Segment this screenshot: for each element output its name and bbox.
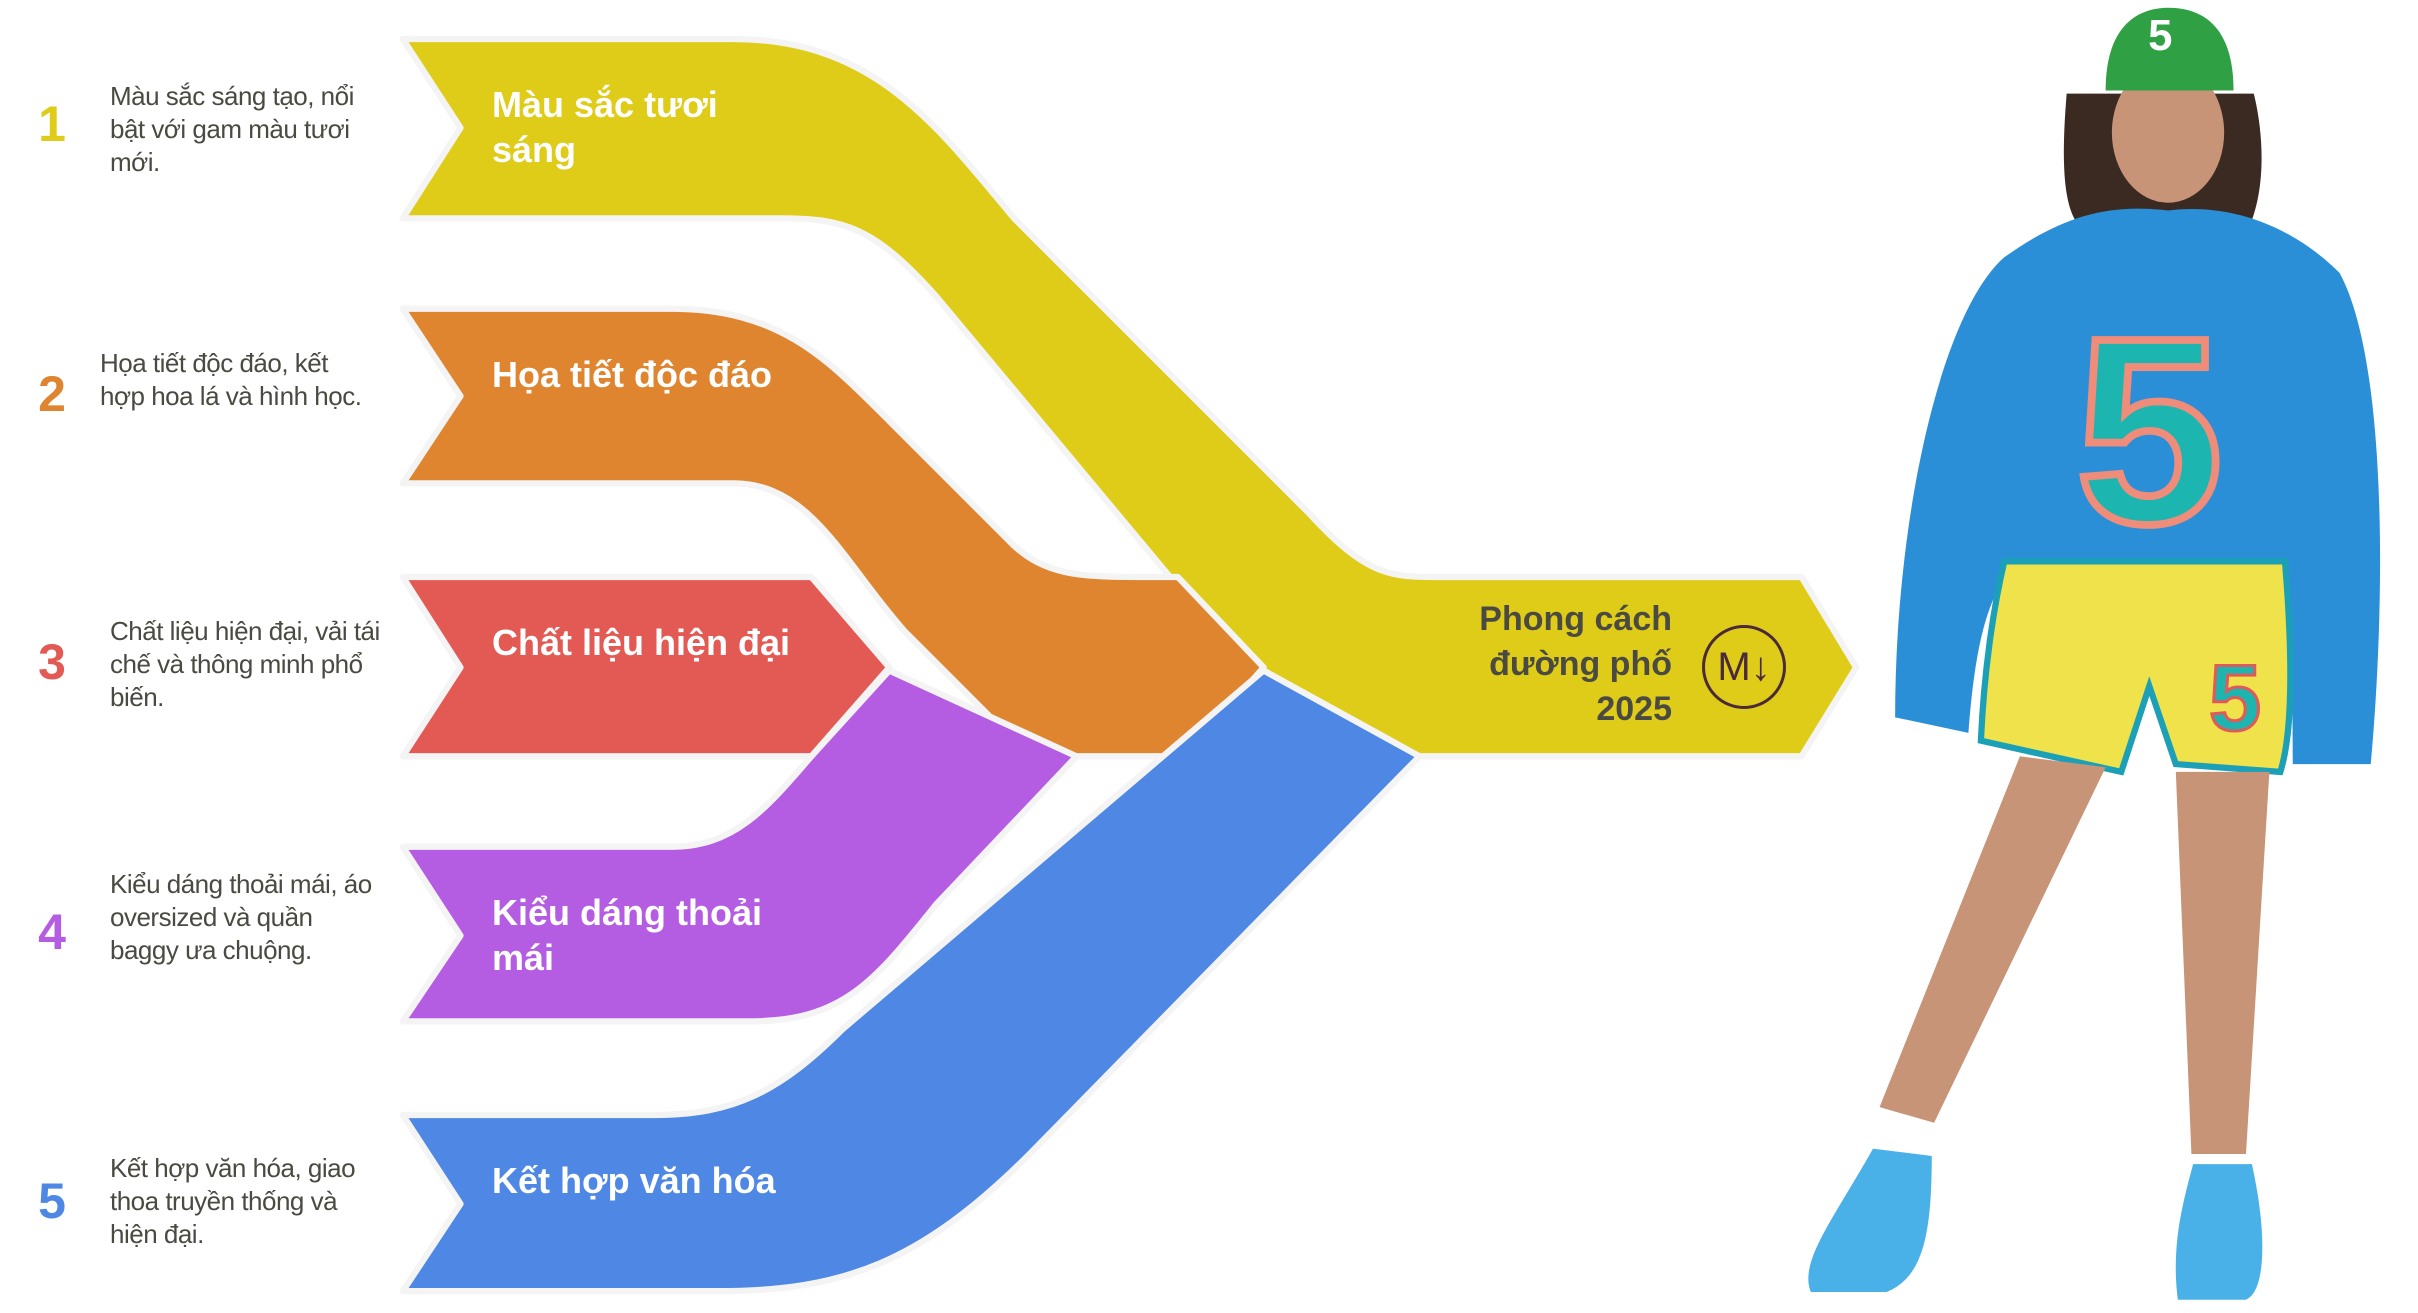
arrow-label-2: Họa tiết độc đáo — [492, 354, 773, 395]
model-photo: 5 5 5 — [1803, 7, 2381, 1305]
shoe-right — [2171, 1159, 2267, 1305]
arrow-label-3: Chất liệu hiện đại — [492, 622, 791, 663]
step-number-1: 1 — [38, 96, 66, 152]
step-description-3: Chất liệu hiện đại, vải tái chế và thông… — [110, 616, 380, 712]
arrow-orange — [399, 305, 1267, 760]
shorts — [1977, 558, 2294, 776]
step-description-2: Họa tiết độc đáo, kết hợp hoa lá và hình… — [100, 348, 362, 411]
arrow-purple — [399, 667, 1080, 1025]
cap-number: 5 — [2148, 11, 2172, 60]
step-number-3: 3 — [38, 634, 66, 690]
step-number-2: 2 — [38, 366, 66, 422]
step-number-4: 4 — [38, 904, 66, 960]
arrow-yellow — [399, 35, 1860, 760]
shirt-number: 5 — [2076, 283, 2223, 579]
markdown-icon: M↓ — [1702, 625, 1786, 709]
step-number-5: 5 — [38, 1173, 66, 1229]
arrow-red — [399, 573, 893, 760]
step-description-1: Màu sắc sáng tạo, nổi bật với gam màu tư… — [110, 81, 354, 177]
shorts-number: 5 — [2209, 645, 2261, 750]
goal-label: Phong cách đường phố 2025 — [1479, 600, 1672, 728]
arrow-label-1: Màu sắc tươi sáng — [492, 84, 718, 170]
arrow-blue — [399, 667, 1423, 1295]
arrow-label-5: Kết hợp văn hóa — [492, 1160, 776, 1201]
sweatshirt — [1895, 208, 2381, 765]
shoe-left — [1803, 1143, 1937, 1297]
arrow-label-4: Kiểu dáng thoải mái — [492, 892, 762, 978]
cap — [2105, 7, 2234, 91]
step-description-4: Kiểu dáng thoải mái, áo oversized và quầ… — [110, 869, 372, 965]
step-description-5: Kết hợp văn hóa, giao thoa truyền thống … — [110, 1153, 356, 1249]
